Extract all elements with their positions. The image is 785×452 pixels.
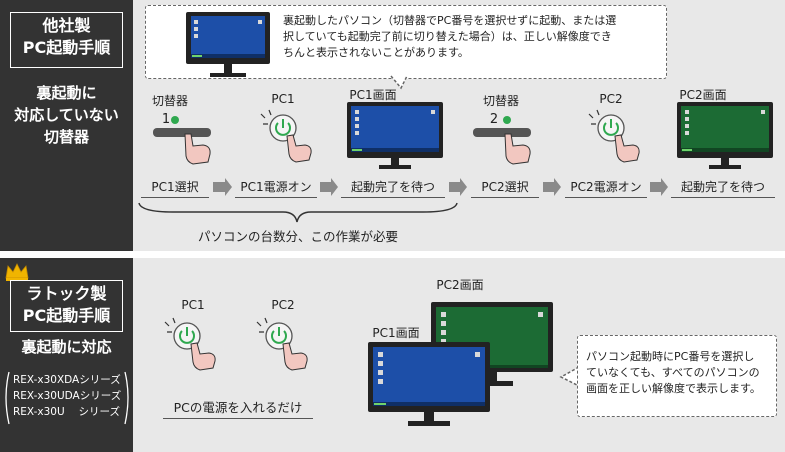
top-callout-text: 裏起動したパソコン（切替器でPC番号を選択せずに起動、または選 択していても起動… (283, 13, 663, 61)
bottom-callout-text: パソコン起動時にPC番号を選択し ていなくても、すべてのパソコンの 画面を正しい… (586, 349, 772, 397)
flow-step-pc1-power-on: PC1電源オン (235, 177, 317, 198)
bottom-callout: パソコン起動時にPC番号を選択し ていなくても、すべてのパソコンの 画面を正しい… (577, 335, 777, 417)
switch-2-icon (473, 116, 531, 165)
model-item: REX-x30U シリーズ (13, 406, 120, 418)
switch-number-2: 2 (489, 112, 499, 127)
bottom-pc1-power-button-icon (164, 317, 216, 371)
bottom-label-line-1: ラトック製 (26, 284, 107, 303)
top-subtitle-2: 対応していない (14, 106, 119, 124)
top-callout-line-1: 裏起動したパソコン（切替器でPC番号を選択せずに起動、または選 (283, 14, 617, 27)
flow-step-pc2-select: PC2選択 (471, 177, 539, 198)
flow-step-pc2-power-on: PC2電源オン (565, 177, 647, 198)
bottom-right-panel: PC1 PC2 PCの電源を入れるだけ PC2画面 PC1画面 (133, 258, 785, 452)
switch-1-icon (153, 116, 211, 165)
bottom-pc2-power-button-icon (256, 317, 308, 371)
bottom-pc1-screen-monitor-icon (368, 342, 490, 426)
pc2-screen-monitor-icon (677, 102, 773, 169)
bottom-pc2-screen-label: PC2画面 (436, 278, 484, 292)
top-subtitle-1: 裏起動に (36, 84, 97, 102)
flow-arrow-5 (650, 178, 668, 196)
models-list: REX-x30XDAシリーズ REX-x30UDAシリーズ REX-x30U シ… (13, 372, 121, 420)
flow-arrow-2 (320, 178, 338, 196)
top-callout-line-3: ちんと表示されないことがあります。 (283, 46, 469, 59)
bottom-caption: PCの電源を入れるだけ (163, 398, 313, 419)
bottom-panel: ラトック製 PC起動手順 裏起動に対応 REX-x30XDAシリーズ REX-x… (0, 258, 785, 452)
callout-pointer (390, 75, 408, 90)
flow-arrow-3 (449, 178, 467, 196)
crown-icon (5, 263, 29, 281)
top-callout: 裏起動したパソコン（切替器でPC番号を選択せずに起動、または選 択していても起動… (145, 5, 667, 79)
hand-icon (184, 133, 211, 165)
models-brackets (5, 371, 129, 425)
top-label-line-1: 他社製 (42, 16, 91, 35)
bottom-callout-pointer (559, 366, 580, 387)
flow-step-pc1-wait: 起動完了を待つ (341, 177, 445, 198)
bottom-pc1-screen-label: PC1画面 (372, 326, 420, 340)
step-label-pc1-screen: PC1画面 (349, 88, 397, 102)
bottom-pc1-label: PC1 (181, 298, 205, 312)
step-label-switch-1: 切替器 (151, 94, 188, 108)
flow-arrow-4 (543, 178, 561, 196)
step-label-switch-2: 切替器 (482, 94, 519, 108)
step-label-pc1: PC1 (271, 92, 295, 106)
top-panel: 他社製 PC起動手順 裏起動に 対応していない 切替器 裏起動したパソコン（切替… (0, 0, 785, 251)
bottom-label-box: ラトック製 PC起動手順 (10, 280, 123, 332)
brace-icon (138, 202, 458, 223)
flow-arrow-1 (213, 178, 232, 196)
model-item: REX-x30UDAシリーズ (13, 390, 122, 402)
brace-caption: パソコンの台数分、この作業が必要 (197, 229, 398, 244)
bottom-callout-line-2: ていなくても、すべてのパソコンの (586, 366, 760, 379)
pc1-power-button-icon (260, 109, 312, 163)
step-label-pc2-screen: PC2画面 (679, 88, 727, 102)
bottom-callout-line-3: 画面を正しい解像度で表示します。 (586, 382, 761, 395)
top-left-panel: 他社製 PC起動手順 裏起動に 対応していない 切替器 (0, 0, 133, 251)
top-label-box: 他社製 PC起動手順 (10, 12, 123, 68)
top-callout-line-2: 択していても起動完了前に切り替えた場合）は、正しい解像度でき (283, 30, 612, 43)
flow-step-pc2-wait: 起動完了を待つ (671, 177, 775, 198)
flow-step-pc1-select: PC1選択 (141, 177, 209, 198)
top-label-line-2: PC起動手順 (22, 38, 111, 57)
pc1-screen-monitor-icon (347, 102, 443, 169)
top-right-panel: 裏起動したパソコン（切替器でPC番号を選択せずに起動、または選 択していても起動… (133, 0, 785, 251)
bottom-subtitle: 裏起動に対応 (21, 338, 112, 356)
pc2-power-button-icon (588, 109, 640, 163)
bottom-pc2-label: PC2 (271, 298, 295, 312)
switch-number-1: 1 (161, 112, 171, 127)
model-item: REX-x30XDAシリーズ (13, 374, 121, 386)
bottom-callout-line-1: パソコン起動時にPC番号を選択し (586, 350, 755, 363)
flow-arrows (138, 178, 668, 223)
bottom-left-panel: ラトック製 PC起動手順 裏起動に対応 REX-x30XDAシリーズ REX-x… (0, 258, 133, 452)
top-subtitle-3: 切替器 (43, 128, 89, 146)
step-label-pc2: PC2 (599, 92, 623, 106)
callout-monitor-icon (186, 12, 270, 77)
bottom-label-line-2: PC起動手順 (22, 306, 111, 325)
